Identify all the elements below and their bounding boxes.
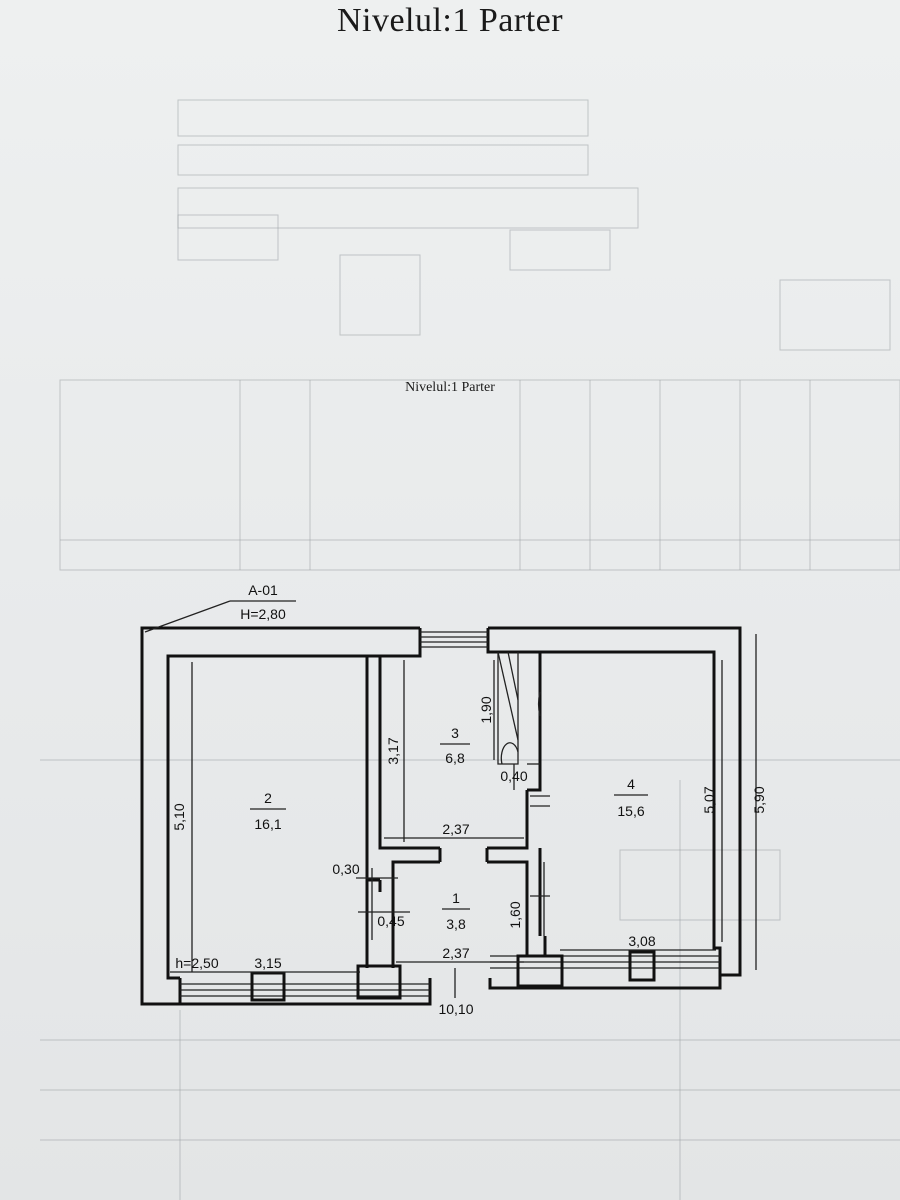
room-4-label: 4 15,6 <box>614 776 648 819</box>
dim-closet-height: 1,90 <box>478 696 494 723</box>
dim-window-left: 3,15 <box>254 955 281 971</box>
plan-subheading: Nivelul:1 Parter <box>405 380 495 395</box>
dim-room3-height: 3,17 <box>385 737 401 764</box>
top-window <box>420 631 488 648</box>
apartment-label: A-01 H=2,80 <box>144 582 296 633</box>
dim-window-right: 3,08 <box>628 933 655 949</box>
room-2-area: 16,1 <box>254 816 281 832</box>
dimension-lines <box>170 634 757 998</box>
dim-hall-width: 2,37 <box>442 945 469 961</box>
dimension-values: 5,10 3,17 1,90 0,40 5,07 5,90 2,37 0,30 … <box>171 696 767 1017</box>
dim-hall-height: 1,60 <box>507 901 523 928</box>
sheet-heading: Nivelul:1 Parter <box>336 2 564 39</box>
exterior-walls <box>140 626 742 1006</box>
room-4-area: 15,6 <box>617 803 644 819</box>
dim-hall-small: 0,45 <box>377 913 404 929</box>
dim-right-inner: 5,07 <box>701 786 717 813</box>
room-1-number: 1 <box>452 890 460 906</box>
ceiling-height: H=2,80 <box>240 606 286 622</box>
room-4-number: 4 <box>627 776 635 792</box>
apartment-code: A-01 <box>248 582 278 598</box>
dim-room3-width: 2,37 <box>442 821 469 837</box>
dim-total-width: 10,10 <box>438 1001 473 1017</box>
interior-partitions <box>365 651 547 968</box>
dim-wall-offset: 0,30 <box>332 861 359 877</box>
room-3-number: 3 <box>451 725 459 741</box>
room-1-area: 3,8 <box>446 916 466 932</box>
room-2-number: 2 <box>264 790 272 806</box>
room-3-label: 3 6,8 <box>440 725 470 766</box>
bottom-window-lines <box>180 955 720 997</box>
room-3-area: 6,8 <box>445 750 465 766</box>
dim-left-wall: 5,10 <box>171 803 187 830</box>
room-1-label: 1 3,8 <box>442 890 470 932</box>
room-2-label: 2 16,1 <box>250 790 286 832</box>
wall-blocks <box>250 950 656 1002</box>
dim-closet-width: 0,40 <box>500 768 527 784</box>
dim-sill-height: h=2,50 <box>175 955 218 971</box>
dim-right-outer: 5,90 <box>751 786 767 813</box>
background-form-ghost <box>40 99 900 1200</box>
